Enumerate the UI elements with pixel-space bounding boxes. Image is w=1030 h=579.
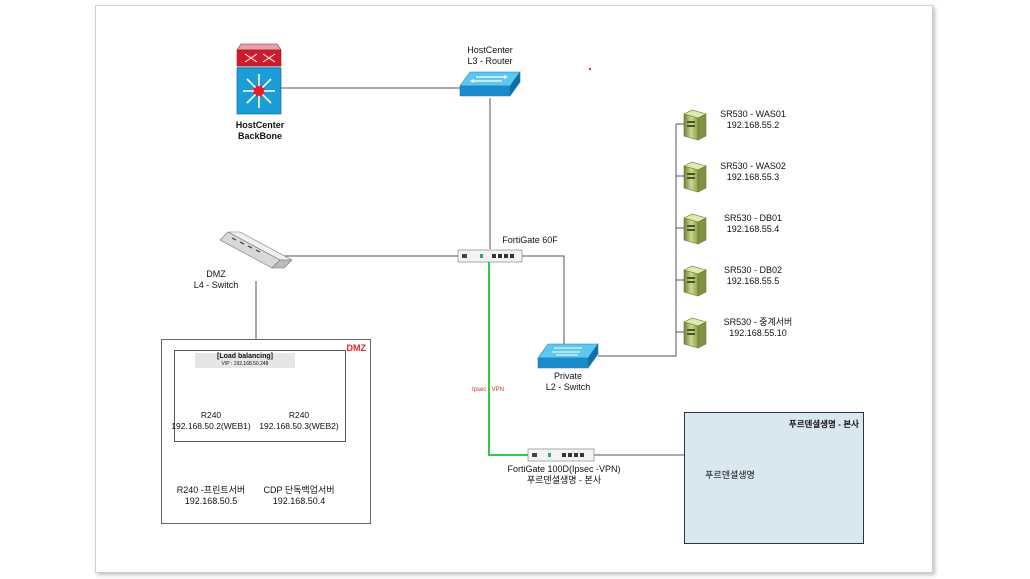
fortigate60f-label: FortiGate 60F	[502, 235, 558, 245]
server-icon-relay	[683, 317, 707, 349]
server-icon-db01	[683, 213, 707, 245]
fortigate100d-label: FortiGate 100D(Ipsec -VPN)푸르덴셜생명 - 본사	[507, 464, 621, 485]
backbone-icon	[236, 43, 282, 115]
link-fortigate60f-privateswitch	[521, 255, 565, 346]
hq-zone: 푸르덴셜생명 - 본사	[684, 412, 864, 544]
server-icon-db02	[683, 265, 707, 297]
vpn-link-label: Ipsec - VPN	[472, 387, 505, 393]
red-dot-mark	[588, 67, 592, 71]
server-label-hq: 푸르덴셜생명	[705, 470, 755, 480]
fortigate60f-icon	[457, 249, 523, 263]
hq-zone-title: 푸르덴셜생명 - 본사	[788, 419, 859, 429]
server-icon-was02	[683, 161, 707, 193]
link-vpn-green	[488, 262, 528, 456]
server-icon-was01	[683, 109, 707, 141]
load-balancing-header: [Load balancing] VIP : 192.168.50.248	[195, 353, 295, 368]
router-icon	[459, 71, 521, 97]
network-diagram	[199, 43, 739, 480]
load-balancing-group: [Load balancing] VIP : 192.168.50.248	[174, 350, 346, 442]
fortigate100d-icon	[527, 448, 595, 462]
dmz-zone-title: DMZ	[346, 343, 367, 353]
dmz-zone: DMZ [Load balancing] VIP : 192.168.50.24…	[161, 339, 371, 524]
dmz-switch-icon	[219, 231, 293, 269]
link-privateswitch-servers	[598, 124, 677, 357]
private-switch-icon	[537, 343, 599, 369]
